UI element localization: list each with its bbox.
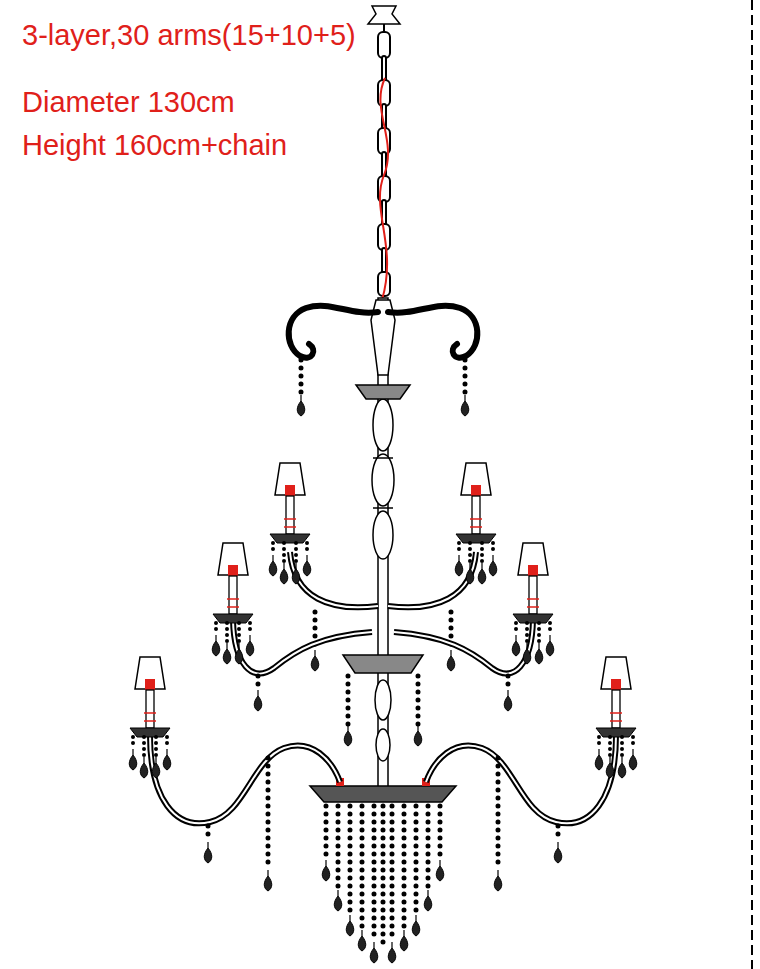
central-column-part <box>373 511 393 559</box>
chandelier-half-part <box>150 735 340 823</box>
spec-label: Height 160cm+chain <box>20 128 289 162</box>
chain-part <box>378 32 390 58</box>
cascade-drops <box>322 860 444 963</box>
chain <box>378 32 390 296</box>
central-column-part <box>372 454 394 506</box>
chandelier-half-part <box>289 306 378 358</box>
canopy-part <box>383 24 385 32</box>
chandelier-half-part <box>344 725 352 746</box>
spec-label: Diameter 130cm <box>20 85 237 119</box>
edge-line <box>751 0 753 969</box>
chandelier-half-part <box>264 870 272 891</box>
chandelier-half-part <box>233 620 372 673</box>
chandelier-half-part <box>256 676 261 690</box>
bowls-part <box>343 655 423 673</box>
chandelier-half-part <box>290 552 378 607</box>
chandelier-half-part <box>212 543 254 664</box>
central-column-part <box>373 457 393 459</box>
chandelier-half-part <box>206 826 211 842</box>
chandelier-half-part <box>297 395 305 416</box>
chandelier-half-part <box>204 842 212 863</box>
crystal-cascade <box>326 806 440 948</box>
crystal-cascade-part <box>336 806 341 890</box>
crystal-cascade-part <box>348 806 353 915</box>
cascade-drops-part <box>334 890 342 911</box>
chandelier-half-mirrored <box>388 306 637 891</box>
cascade-drops-part <box>400 930 408 951</box>
chandelier-half-part <box>299 360 304 395</box>
bowls <box>310 385 456 802</box>
chandelier-half-part <box>290 552 378 607</box>
chain-part <box>382 248 386 274</box>
canopy <box>368 6 400 32</box>
cascade-drops-part <box>388 942 396 963</box>
central-column-part <box>376 729 390 761</box>
cascade-drops-part <box>412 915 420 936</box>
central-column-part <box>373 507 393 509</box>
chandelier-half-part <box>254 690 262 711</box>
crystal-cascade-part <box>414 806 419 915</box>
crystal-cascade-part <box>381 806 386 948</box>
cascade-drops-part <box>358 930 366 951</box>
crystal-cascade-part <box>438 806 443 860</box>
cascade-drops-part <box>436 860 444 881</box>
cascade-drops-part <box>346 915 354 936</box>
central-column-part <box>373 399 393 451</box>
chandelier-half-part <box>269 463 311 584</box>
cascade-drops-part <box>370 942 378 963</box>
cascade-drops-part <box>322 860 330 881</box>
chandelier-half-part <box>150 735 340 823</box>
central-column <box>371 298 395 788</box>
chandelier-half-part <box>311 650 319 671</box>
canopy-part <box>368 6 400 24</box>
bowls-part <box>356 385 410 399</box>
central-column-part <box>375 680 391 720</box>
chandelier-half-part <box>266 758 271 870</box>
chandelier-half <box>129 306 378 891</box>
power-wire <box>380 78 388 300</box>
crystal-cascade-part <box>402 806 407 930</box>
chandelier-half-part <box>346 676 351 725</box>
chandelier-half-part <box>233 620 372 673</box>
crystal-cascade-part <box>372 806 377 942</box>
bowls-part <box>310 786 456 802</box>
spec-label: 3-layer,30 arms(15+10+5) <box>20 18 358 52</box>
cascade-drops-part <box>424 890 432 911</box>
crystal-cascade-part <box>426 806 431 890</box>
crystal-cascade-part <box>360 806 365 930</box>
crystal-cascade-part <box>390 806 395 942</box>
chandelier-half-part <box>129 657 171 778</box>
crystal-cascade-part <box>324 806 329 860</box>
